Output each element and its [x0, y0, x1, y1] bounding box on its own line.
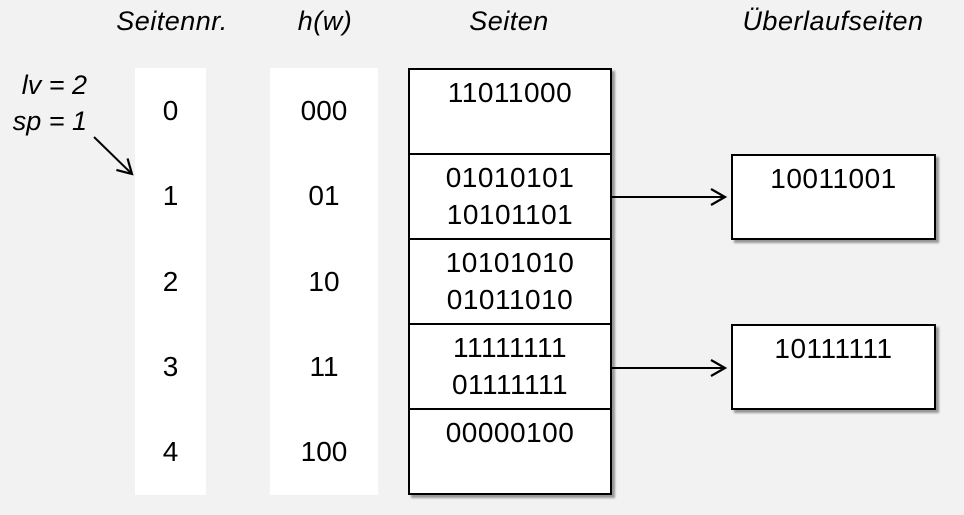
hash-value: 01 [308, 180, 340, 212]
page-number: 0 [162, 94, 179, 126]
bucket-cell-3: 11111111 01111111 [410, 323, 610, 408]
hash-value: 11 [309, 350, 339, 382]
overflow-page-bucket-3: 10111111 [731, 324, 936, 410]
record-value: 10101101 [446, 199, 574, 230]
column-header-overflow-pages: Überlaufseiten [742, 6, 924, 36]
record-value [410, 111, 610, 148]
hash-value: 000 [300, 94, 348, 126]
hash-value: 100 [300, 436, 348, 468]
record-value: 11011000 [447, 77, 573, 108]
record-value: 11111111 [452, 332, 568, 363]
hash-value: 10 [308, 265, 340, 297]
record-value: 01010101 [445, 162, 575, 193]
bucket-cell-0: 11011000 [410, 70, 610, 153]
split-pointer-arrow [93, 136, 134, 176]
page-number: 2 [162, 265, 179, 297]
column-header-page-number: Seitennr. [116, 6, 228, 36]
level-value: lv = 2 [21, 70, 87, 100]
page-number-column: 0 1 2 3 4 [135, 68, 206, 495]
hash-value-column: 000 01 10 11 100 [270, 68, 378, 495]
overflow-page-bucket-1: 10011001 [731, 154, 936, 240]
column-header-pages: Seiten [469, 6, 549, 36]
state-annotation: lv = 2 sp = 1 [2, 67, 87, 139]
column-header-hash-function: h(w) [297, 6, 353, 36]
record-value: 00000100 [445, 417, 575, 448]
record-value: 01111111 [451, 369, 569, 400]
split-pointer-value: sp = 1 [12, 106, 87, 136]
overflow-record-value: 10111111 [774, 333, 893, 364]
page-number: 3 [162, 350, 179, 382]
bucket-cell-1: 01010101 10101101 [410, 153, 610, 238]
record-value: 01011010 [446, 284, 574, 315]
pages-table: 11011000 01010101 10101101 10101010 0101… [408, 68, 612, 495]
overflow-record-value: 10011001 [770, 163, 897, 194]
bucket-cell-2: 10101010 01011010 [410, 238, 610, 323]
record-value [410, 451, 610, 488]
bucket-cell-4: 00000100 [410, 408, 610, 493]
record-value: 10101010 [445, 247, 575, 278]
page-number: 4 [162, 436, 179, 468]
page-number: 1 [162, 180, 179, 212]
